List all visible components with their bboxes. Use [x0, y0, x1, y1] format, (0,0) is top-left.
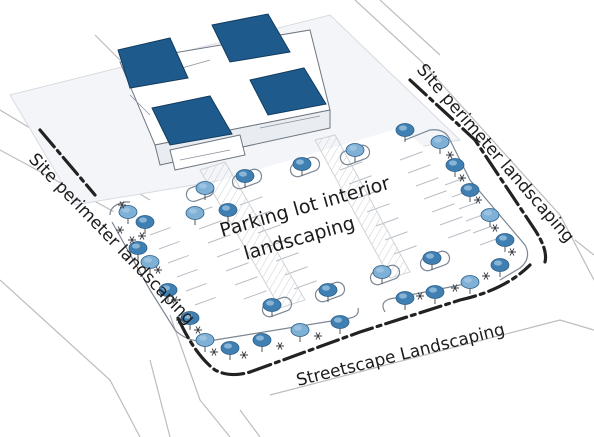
- shrub-icon: [138, 232, 146, 240]
- shrub-icon: [118, 201, 126, 209]
- parking-stall-line: [149, 226, 171, 236]
- tree-icon: [118, 205, 138, 224]
- shrub-icon: [171, 296, 179, 304]
- tree-icon: [345, 143, 365, 162]
- shrub-icon: [128, 236, 136, 244]
- shrub-icon: [451, 284, 459, 292]
- street-border-left: [176, 316, 252, 377]
- tree-icon: [135, 215, 155, 234]
- tree-icon: [290, 323, 310, 342]
- parking-stall-line: [167, 254, 189, 264]
- shrub-icon: [240, 351, 248, 359]
- parking-stall-line: [447, 229, 471, 239]
- parking-stall-line: [207, 234, 231, 244]
- parking-stall-line: [439, 216, 463, 226]
- parking-stall-line: [176, 268, 198, 278]
- tree-icon: [252, 333, 272, 352]
- tree-icon: [330, 315, 350, 334]
- tree-icon: [195, 333, 215, 352]
- shrub-icon: [508, 248, 516, 256]
- shrub-icon: [116, 226, 124, 234]
- tree-icon: [235, 169, 255, 188]
- tree-icon: [395, 123, 415, 142]
- tree-icon: [460, 275, 480, 294]
- shrub-icon: [276, 342, 284, 350]
- parking-stall-line: [243, 290, 267, 300]
- parking-stall-line: [158, 240, 180, 250]
- parking-lot-surface: [112, 128, 520, 342]
- tree-icon: [195, 181, 215, 200]
- tree-icon: [372, 265, 392, 284]
- street-border-bottom: [248, 263, 532, 374]
- tree-icon: [220, 341, 240, 360]
- landscape-trees: [118, 123, 515, 360]
- tree-icon: [430, 135, 450, 154]
- left-perimeter-border: [38, 128, 97, 197]
- parking-stall-line: [407, 164, 431, 174]
- shrub-icon: [416, 292, 424, 300]
- parking-stall-line: [444, 177, 464, 186]
- building: [117, 13, 331, 171]
- roof-panel: [117, 37, 189, 89]
- parking-stall-line: [185, 282, 207, 292]
- tree-icon: [218, 203, 238, 222]
- shrub-icon: [210, 348, 218, 356]
- parking-stall-line: [198, 220, 222, 230]
- tree-icon: [395, 291, 415, 310]
- roof-panel: [151, 95, 233, 146]
- roof-panel: [211, 13, 291, 63]
- tree-icon: [180, 311, 200, 330]
- tree-icon: [422, 251, 442, 270]
- parking-stall-line: [458, 201, 478, 210]
- shrub-icon: [474, 196, 482, 204]
- parking-stall-line: [431, 203, 455, 213]
- tree-icon: [185, 206, 205, 225]
- shrub-icon: [314, 332, 322, 340]
- tree-icon: [460, 183, 480, 202]
- tree-icon: [490, 258, 510, 277]
- parking-stall-line: [216, 248, 240, 258]
- parking-stall-line: [225, 262, 249, 272]
- roof-panel: [249, 67, 327, 116]
- tree-icon: [425, 285, 445, 304]
- tree-icon: [318, 283, 338, 302]
- tree-icon: [128, 241, 148, 260]
- shrub-icon: [458, 174, 466, 182]
- shrub-icon: [446, 151, 454, 159]
- parking-stall-line: [472, 225, 492, 234]
- tree-icon: [158, 283, 178, 302]
- parking-stall-line: [423, 190, 447, 200]
- right-perimeter-border: [408, 78, 548, 264]
- crosswalks: [199, 134, 411, 309]
- tree-icon: [495, 233, 515, 252]
- tree-icon: [445, 158, 465, 177]
- tree-icon: [292, 157, 312, 176]
- parking-stall-line: [399, 151, 423, 161]
- shrub-icon: [194, 326, 202, 334]
- tree-icon: [480, 208, 500, 227]
- shrub-icon: [482, 272, 490, 280]
- parking-stall-line: [194, 296, 216, 306]
- parking-stall-line: [234, 276, 258, 286]
- landscape-border-lines: [38, 78, 548, 377]
- shrub-icon: [154, 266, 162, 274]
- shrub-icon: [491, 224, 499, 232]
- parking-stall-line: [415, 177, 439, 187]
- tree-icon: [262, 298, 282, 317]
- tree-icon: [140, 255, 160, 274]
